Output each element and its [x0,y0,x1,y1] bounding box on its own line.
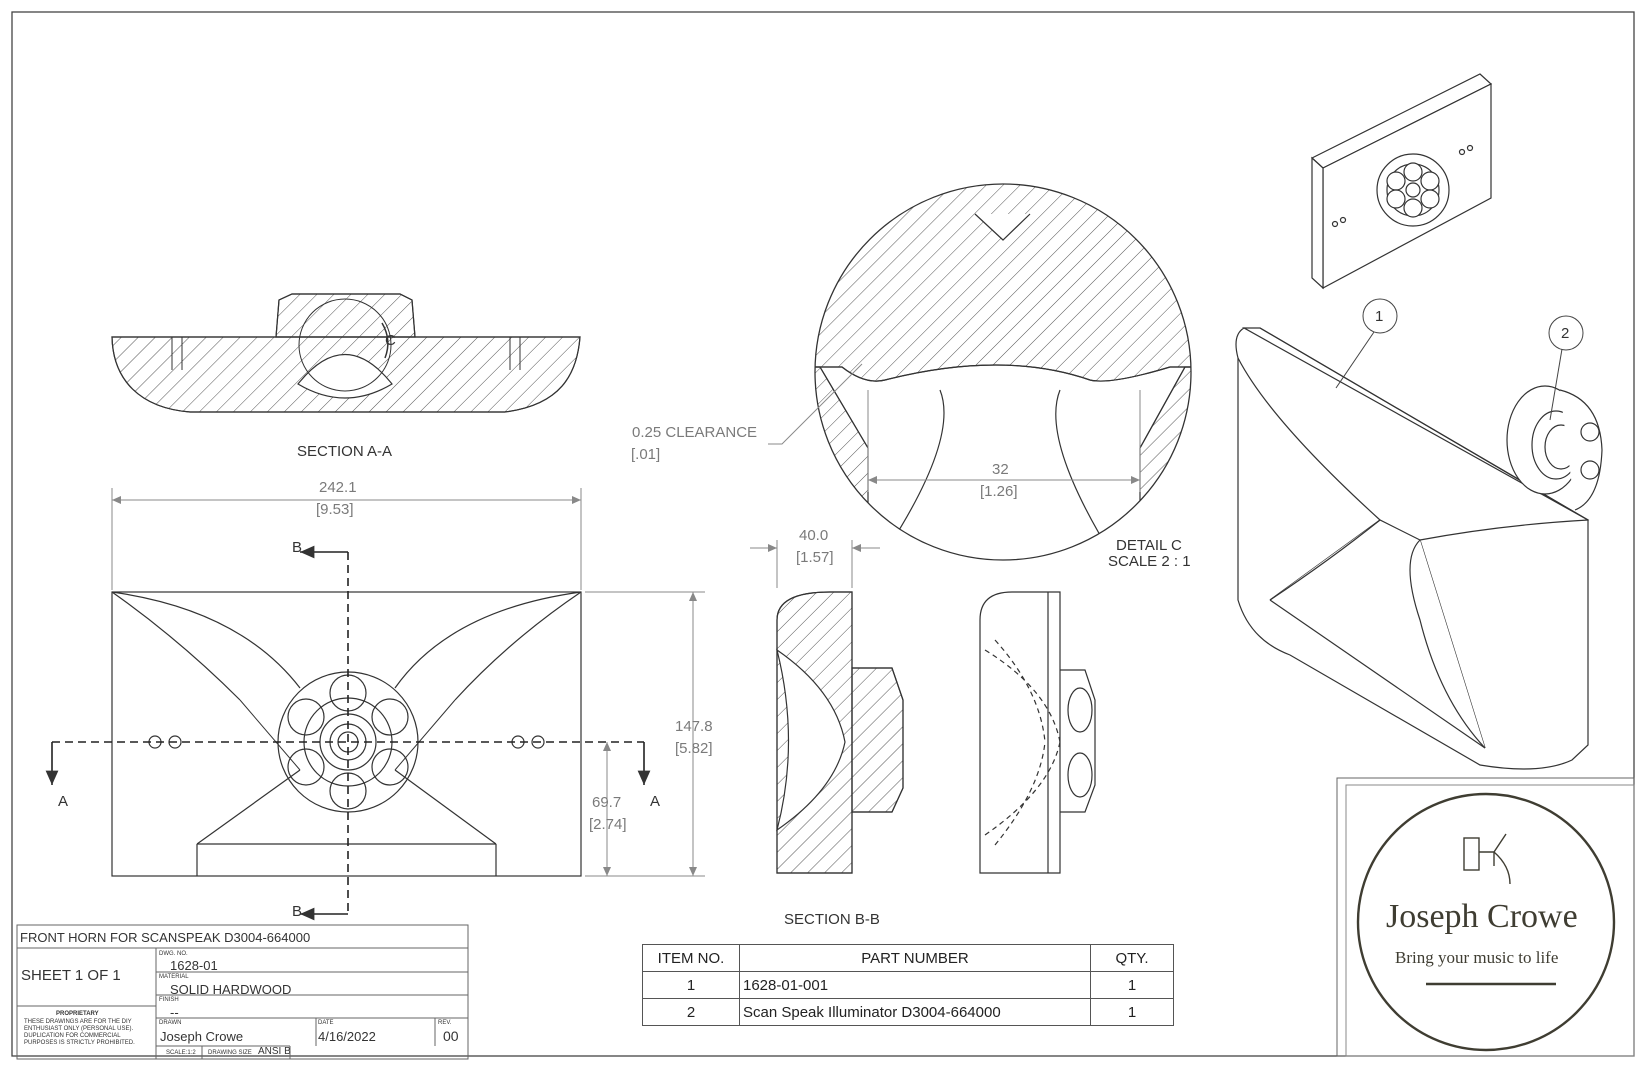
proprietary-notice-line4: PURPOSES IS STRICTLY PROHIBITED. [24,1040,135,1046]
drawing-size-value: ANSI B [258,1046,291,1057]
proprietary-notice-line2: ENTHUSIAST ONLY (PERSONAL USE). [24,1026,134,1032]
section-aa-title: SECTION A-A [297,443,393,460]
section-cut-lines [45,545,651,921]
proprietary-notice-line1: THESE DRAWINGS ARE FOR THE DIY [24,1019,132,1025]
sheet-border [11,11,1635,1057]
throat-dimension-mm: 32 [992,461,1009,478]
header-qty: QTY. [1090,944,1174,972]
header-part-number: PART NUMBER [739,944,1091,972]
logo-name: Joseph Crowe [1386,898,1578,935]
sheet-number: SHEET 1 OF 1 [21,967,121,984]
scale-value: SCALE:1:2 [166,1050,196,1056]
proprietary-notice-line3: DUPLICATION FOR COMMERCIAL [24,1033,121,1039]
detail-c-title: DETAIL C [1116,537,1182,554]
clearance-note-mm: 0.25 CLEARANCE [632,424,758,441]
quantity: 1 [1090,998,1174,1026]
section-bb-view [750,540,904,874]
balloon-2-label: 2 [1561,325,1570,342]
isometric-horn-assembly [1235,327,1603,770]
table-header-row: ITEM NO. PART NUMBER QTY. [642,944,1174,972]
material-label: MATERIAL [159,974,189,980]
item-number: 2 [642,998,740,1026]
height-dimension-in: [5.82] [675,740,713,757]
quantity: 1 [1090,971,1174,999]
center-dimension-in: [2.74] [589,816,627,833]
cut-a-right-label: A [650,793,661,810]
drawing-size-label: DRAWING SIZE [208,1050,252,1056]
depth-dimension-mm: 40.0 [799,527,829,544]
detail-c-scale: SCALE 2 : 1 [1108,553,1191,570]
height-dimension-mm: 147.8 [675,718,713,735]
depth-dimension-in: [1.57] [796,549,834,566]
drawing-title: FRONT HORN FOR SCANSPEAK D3004-664000 [20,930,311,945]
part-number: Scan Speak Illuminator D3004-664000 [739,998,1091,1026]
speaker-logo-icon [1463,833,1511,885]
finish-value: -- [170,1005,179,1020]
title-block-frame [16,924,469,1060]
finish-label: FINISH [159,997,179,1003]
rev-label: REV. [438,1020,452,1026]
cut-b-top-label: B [292,539,303,556]
logo-tagline: Bring your music to life [1395,948,1559,967]
drawn-label: DRAWN [159,1020,182,1026]
bill-of-materials-table: ITEM NO. PART NUMBER QTY. 1 1628-01-001 … [642,944,1174,1026]
drawn-by-value: Joseph Crowe [160,1029,244,1044]
clearance-note-in: [.01] [631,446,661,463]
part-number: 1628-01-001 [739,971,1091,999]
cut-b-bottom-label: B [292,903,303,920]
width-dimension-mm: 242.1 [319,479,357,496]
material-value: SOLID HARDWOOD [170,982,292,997]
table-row: 2 Scan Speak Illuminator D3004-664000 1 [642,998,1174,1026]
front-dimensions [111,488,705,877]
balloon-1-label: 1 [1375,308,1384,325]
dwg-no-label: DWG. NO. [159,951,188,957]
width-dimension-in: [9.53] [316,501,354,518]
date-label: DATE [318,1020,334,1026]
detail-c-callout: C [385,332,396,349]
proprietary-heading: PROPRIETARY [56,1011,99,1017]
date-value: 4/16/2022 [318,1029,376,1044]
front-view [111,591,582,877]
header-item-no: ITEM NO. [642,944,740,972]
item-number: 1 [642,971,740,999]
section-aa-view [111,293,581,413]
cut-a-left-label: A [58,793,69,810]
center-dimension-mm: 69.7 [592,794,622,811]
logo-frame [1336,777,1635,1057]
throat-dimension-in: [1.26] [980,483,1018,500]
section-bb-title: SECTION B-B [784,911,880,928]
rev-value: 00 [443,1028,459,1044]
table-row: 1 1628-01-001 1 [642,971,1174,999]
dwg-no-value: 1628-01 [170,958,218,973]
isometric-driver-plate [1310,73,1493,290]
balloons [1335,298,1584,421]
side-view [979,591,1096,874]
